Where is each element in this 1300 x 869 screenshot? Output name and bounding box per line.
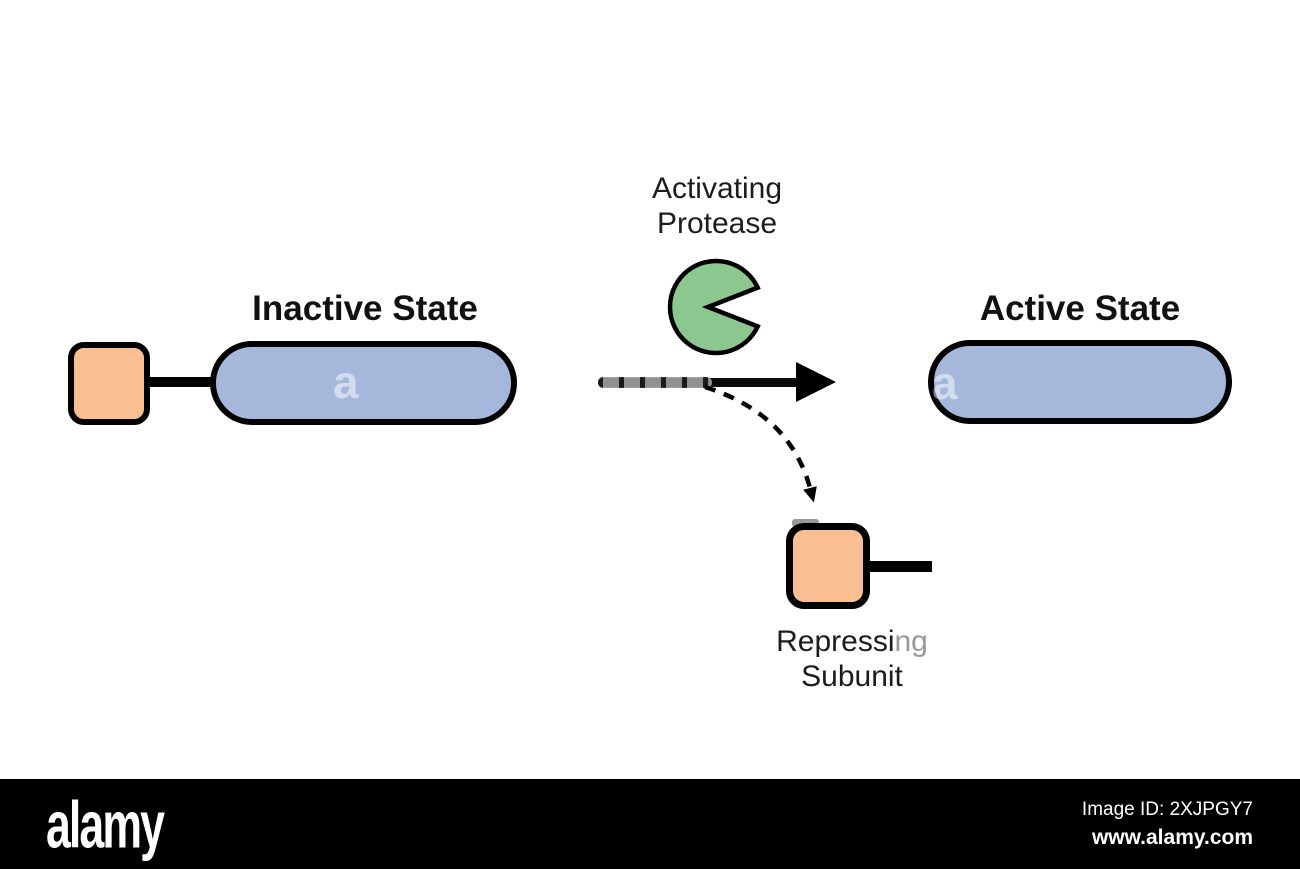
repressing-subunit-shape-released	[786, 523, 870, 609]
repressing-subunit-label-line1-faded: ng	[894, 625, 928, 658]
repressing-subunit-label-line2: Subunit	[801, 660, 903, 693]
protease-pacman-icon	[667, 258, 761, 356]
footer-info: Image ID: 2XJPGY7 www.alamy.com	[1082, 799, 1253, 850]
active-state-title: Active State	[979, 289, 1181, 328]
alamy-url-text: www.alamy.com	[1091, 825, 1253, 849]
repressing-subunit-label-line1-main: Repressi	[776, 625, 895, 658]
alamy-logo: alamy	[46, 786, 165, 862]
image-id-text: Image ID: 2XJPGY7	[1081, 798, 1253, 820]
released-subunit-stub-line	[864, 561, 932, 572]
repressing-subunit-label-line1: Repressing	[752, 624, 952, 659]
watermark-overlay-on-arrow	[598, 377, 712, 388]
inactive-state-title: Inactive State	[252, 289, 478, 328]
watermark-letter-a-inactive: a	[333, 356, 359, 408]
activating-protease-label-line2: Protease	[656, 207, 778, 240]
protein-pill-active	[928, 340, 1232, 424]
subunit-linker-line	[146, 377, 216, 387]
repressing-subunit-shape-attached	[68, 342, 150, 425]
protein-pill-inactive	[210, 341, 517, 425]
activating-protease-label: Activating Protease	[617, 171, 817, 241]
repressing-subunit-label: Repressing Subunit	[752, 624, 952, 694]
reaction-arrow-head	[796, 362, 836, 402]
release-dashed-arrow-icon	[704, 384, 817, 503]
watermark-letter-a-active: a	[932, 357, 958, 409]
alamy-footer-bar: alamy Image ID: 2XJPGY7 www.alamy.com	[0, 779, 1300, 869]
activating-protease-label-line1: Activating	[651, 172, 783, 205]
